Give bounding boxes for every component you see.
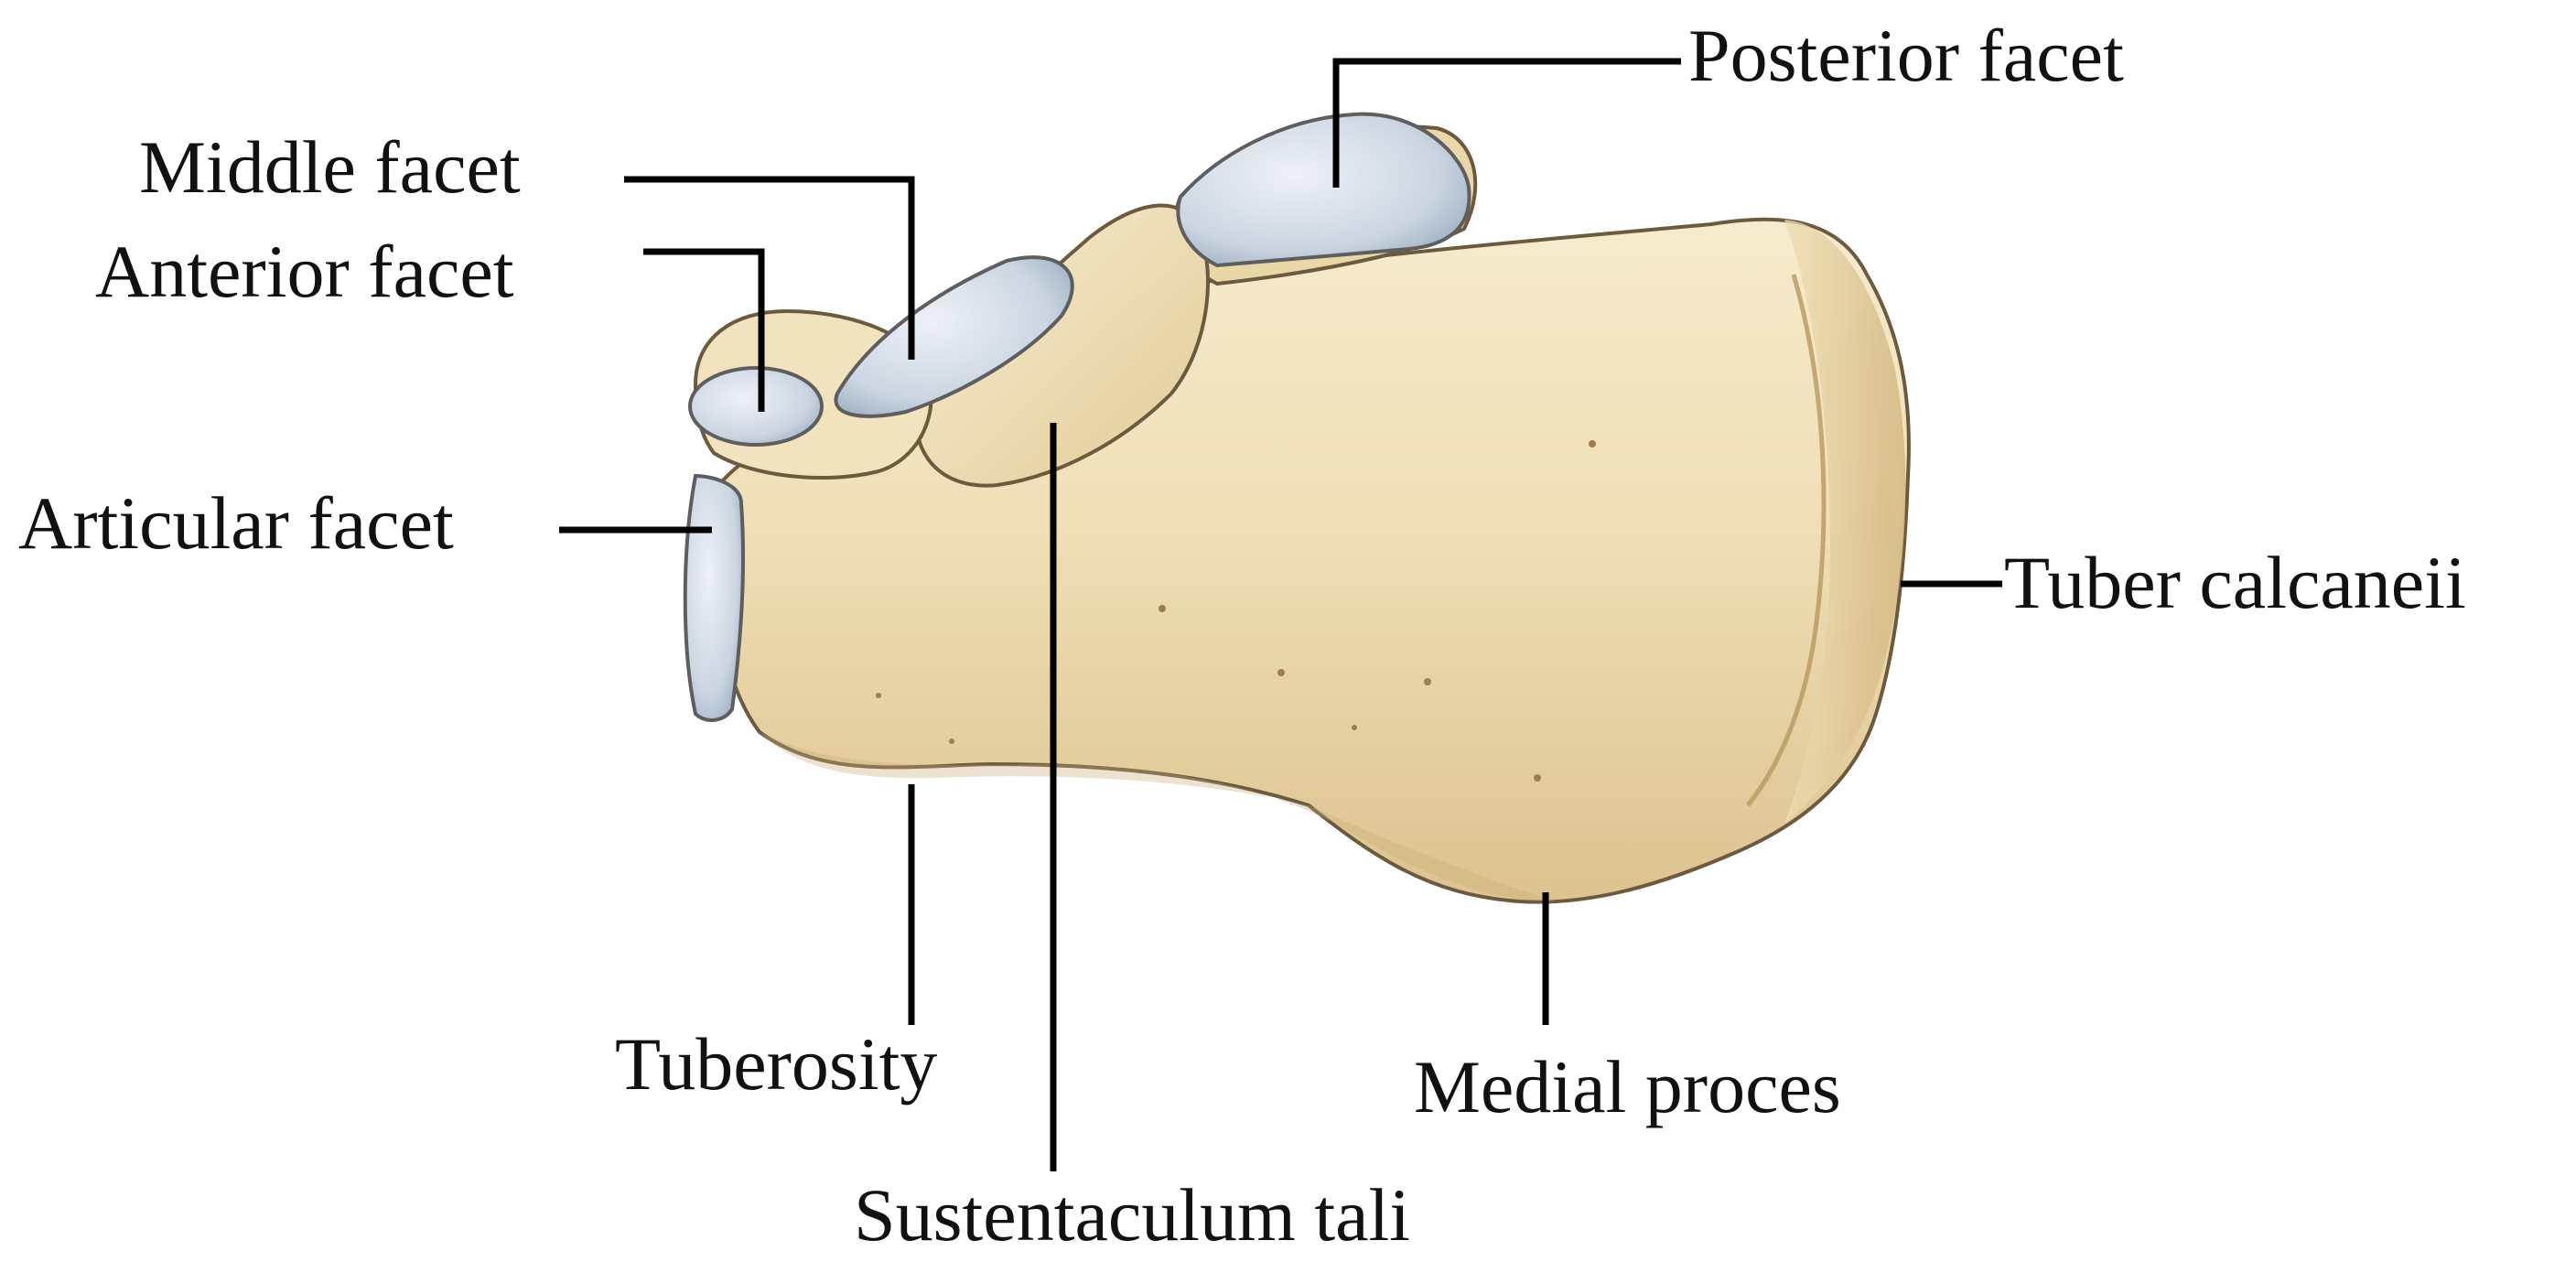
anterior-facet-shape [688,366,824,447]
body-shadow [760,732,1556,901]
posterior-facet-leader [1332,58,1681,188]
label-articular-facet: Articular facet [18,481,454,565]
label-anterior-facet: Anterior facet [95,230,514,313]
middle-facet-leader [624,176,915,360]
labels: Posterior facet Middle facet Anterior fa… [18,14,2466,1257]
tuber-calcanei-surface [1784,220,1906,824]
posterior-facet-shape [1176,112,1471,268]
label-tuberosity: Tuberosity [615,1022,937,1106]
articular-facet-shape [683,473,745,722]
anterior-facet-leader [643,248,765,412]
middle-facet-shape [834,255,1074,418]
surface-pits [876,440,1596,782]
label-middle-facet: Middle facet [139,125,521,209]
label-medial-proces: Medial proces [1414,1045,1841,1128]
label-sustentaculum-tali: Sustentaculum tali [854,1173,1410,1257]
facets [683,112,1471,722]
tuber-ridge-line [1746,274,1827,807]
label-posterior-facet: Posterior facet [1688,14,2124,97]
leader-lines [559,58,2002,1171]
label-tuber-calcaneii: Tuber calcaneii [2004,541,2466,624]
calcaneus-body [716,217,1911,904]
